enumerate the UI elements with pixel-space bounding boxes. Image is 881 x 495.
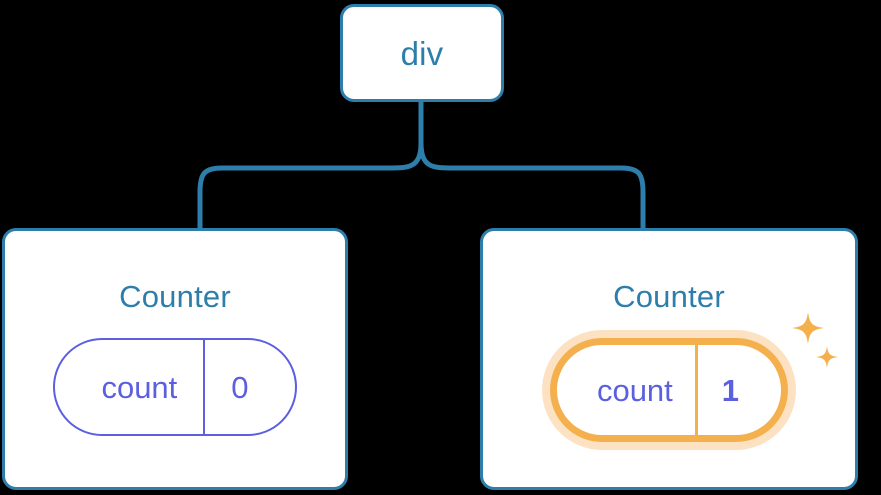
state-value-right: 1 <box>694 345 781 435</box>
state-key-right: count <box>596 372 673 408</box>
sparkle-small-icon <box>816 346 839 368</box>
node-counter-left[interactable]: Counter count 0 <box>2 228 348 490</box>
state-pill-right-wrap: count 1 <box>549 312 839 442</box>
node-div-label: div <box>400 34 444 72</box>
node-counter-left-label: Counter <box>119 279 231 314</box>
node-counter-right-label: Counter <box>613 279 725 314</box>
state-pill-left-wrap: count 0 <box>53 338 297 436</box>
connector-to-left-child <box>197 140 424 232</box>
sparkles-group <box>792 312 839 368</box>
node-counter-right[interactable]: Counter count 1 <box>480 228 858 490</box>
state-pill-right[interactable]: count 1 <box>549 338 789 442</box>
state-value-left: 0 <box>203 340 294 434</box>
sparkle-large-icon <box>792 312 825 344</box>
state-key-left: count <box>101 369 178 405</box>
state-pill-left[interactable]: count 0 <box>53 338 297 436</box>
connector-to-right-child <box>418 140 646 232</box>
node-div[interactable]: div <box>340 4 504 102</box>
